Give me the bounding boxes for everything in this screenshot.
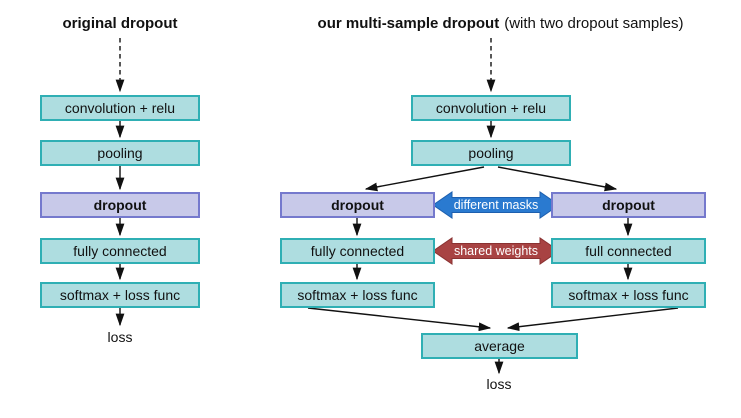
node-branch2-dropout: dropout	[551, 192, 706, 218]
left-title-text: original dropout	[62, 14, 178, 32]
node-right-pooling: pooling	[411, 140, 571, 166]
node-left-dropout: dropout	[40, 192, 200, 218]
left-diagram-title: original dropout	[10, 14, 230, 32]
node-branch1-dropout: dropout	[280, 192, 435, 218]
right-arrow-softmax1-average	[307, 307, 492, 332]
node-branch1-softmax-loss: softmax + loss func	[280, 282, 435, 308]
right-arrow-pooling-dropout2	[497, 166, 618, 192]
right-title-note: (with two dropout samples)	[504, 14, 684, 32]
right-title-bold: our multi-sample dropout	[317, 14, 500, 32]
node-average: average	[421, 333, 578, 359]
right-loss-label: loss	[486, 376, 512, 392]
right-diagram-title: our multi-sample dropout (with two dropo…	[278, 14, 723, 32]
shared-weights-label: shared weights	[453, 244, 539, 258]
node-branch2-full-connected: full connected	[551, 238, 706, 264]
node-branch1-fully-connected: fully connected	[280, 238, 435, 264]
right-arrow-softmax2-average	[506, 307, 679, 332]
node-left-fully-connected: fully connected	[40, 238, 200, 264]
left-loss-label: loss	[107, 329, 133, 345]
node-branch2-softmax-loss: softmax + loss func	[551, 282, 706, 308]
node-right-convolution-relu: convolution + relu	[411, 95, 571, 121]
node-left-pooling: pooling	[40, 140, 200, 166]
right-arrow-pooling-dropout1	[364, 166, 485, 192]
node-left-softmax-loss: softmax + loss func	[40, 282, 200, 308]
node-left-convolution-relu: convolution + relu	[40, 95, 200, 121]
different-masks-label: different masks	[453, 198, 539, 212]
